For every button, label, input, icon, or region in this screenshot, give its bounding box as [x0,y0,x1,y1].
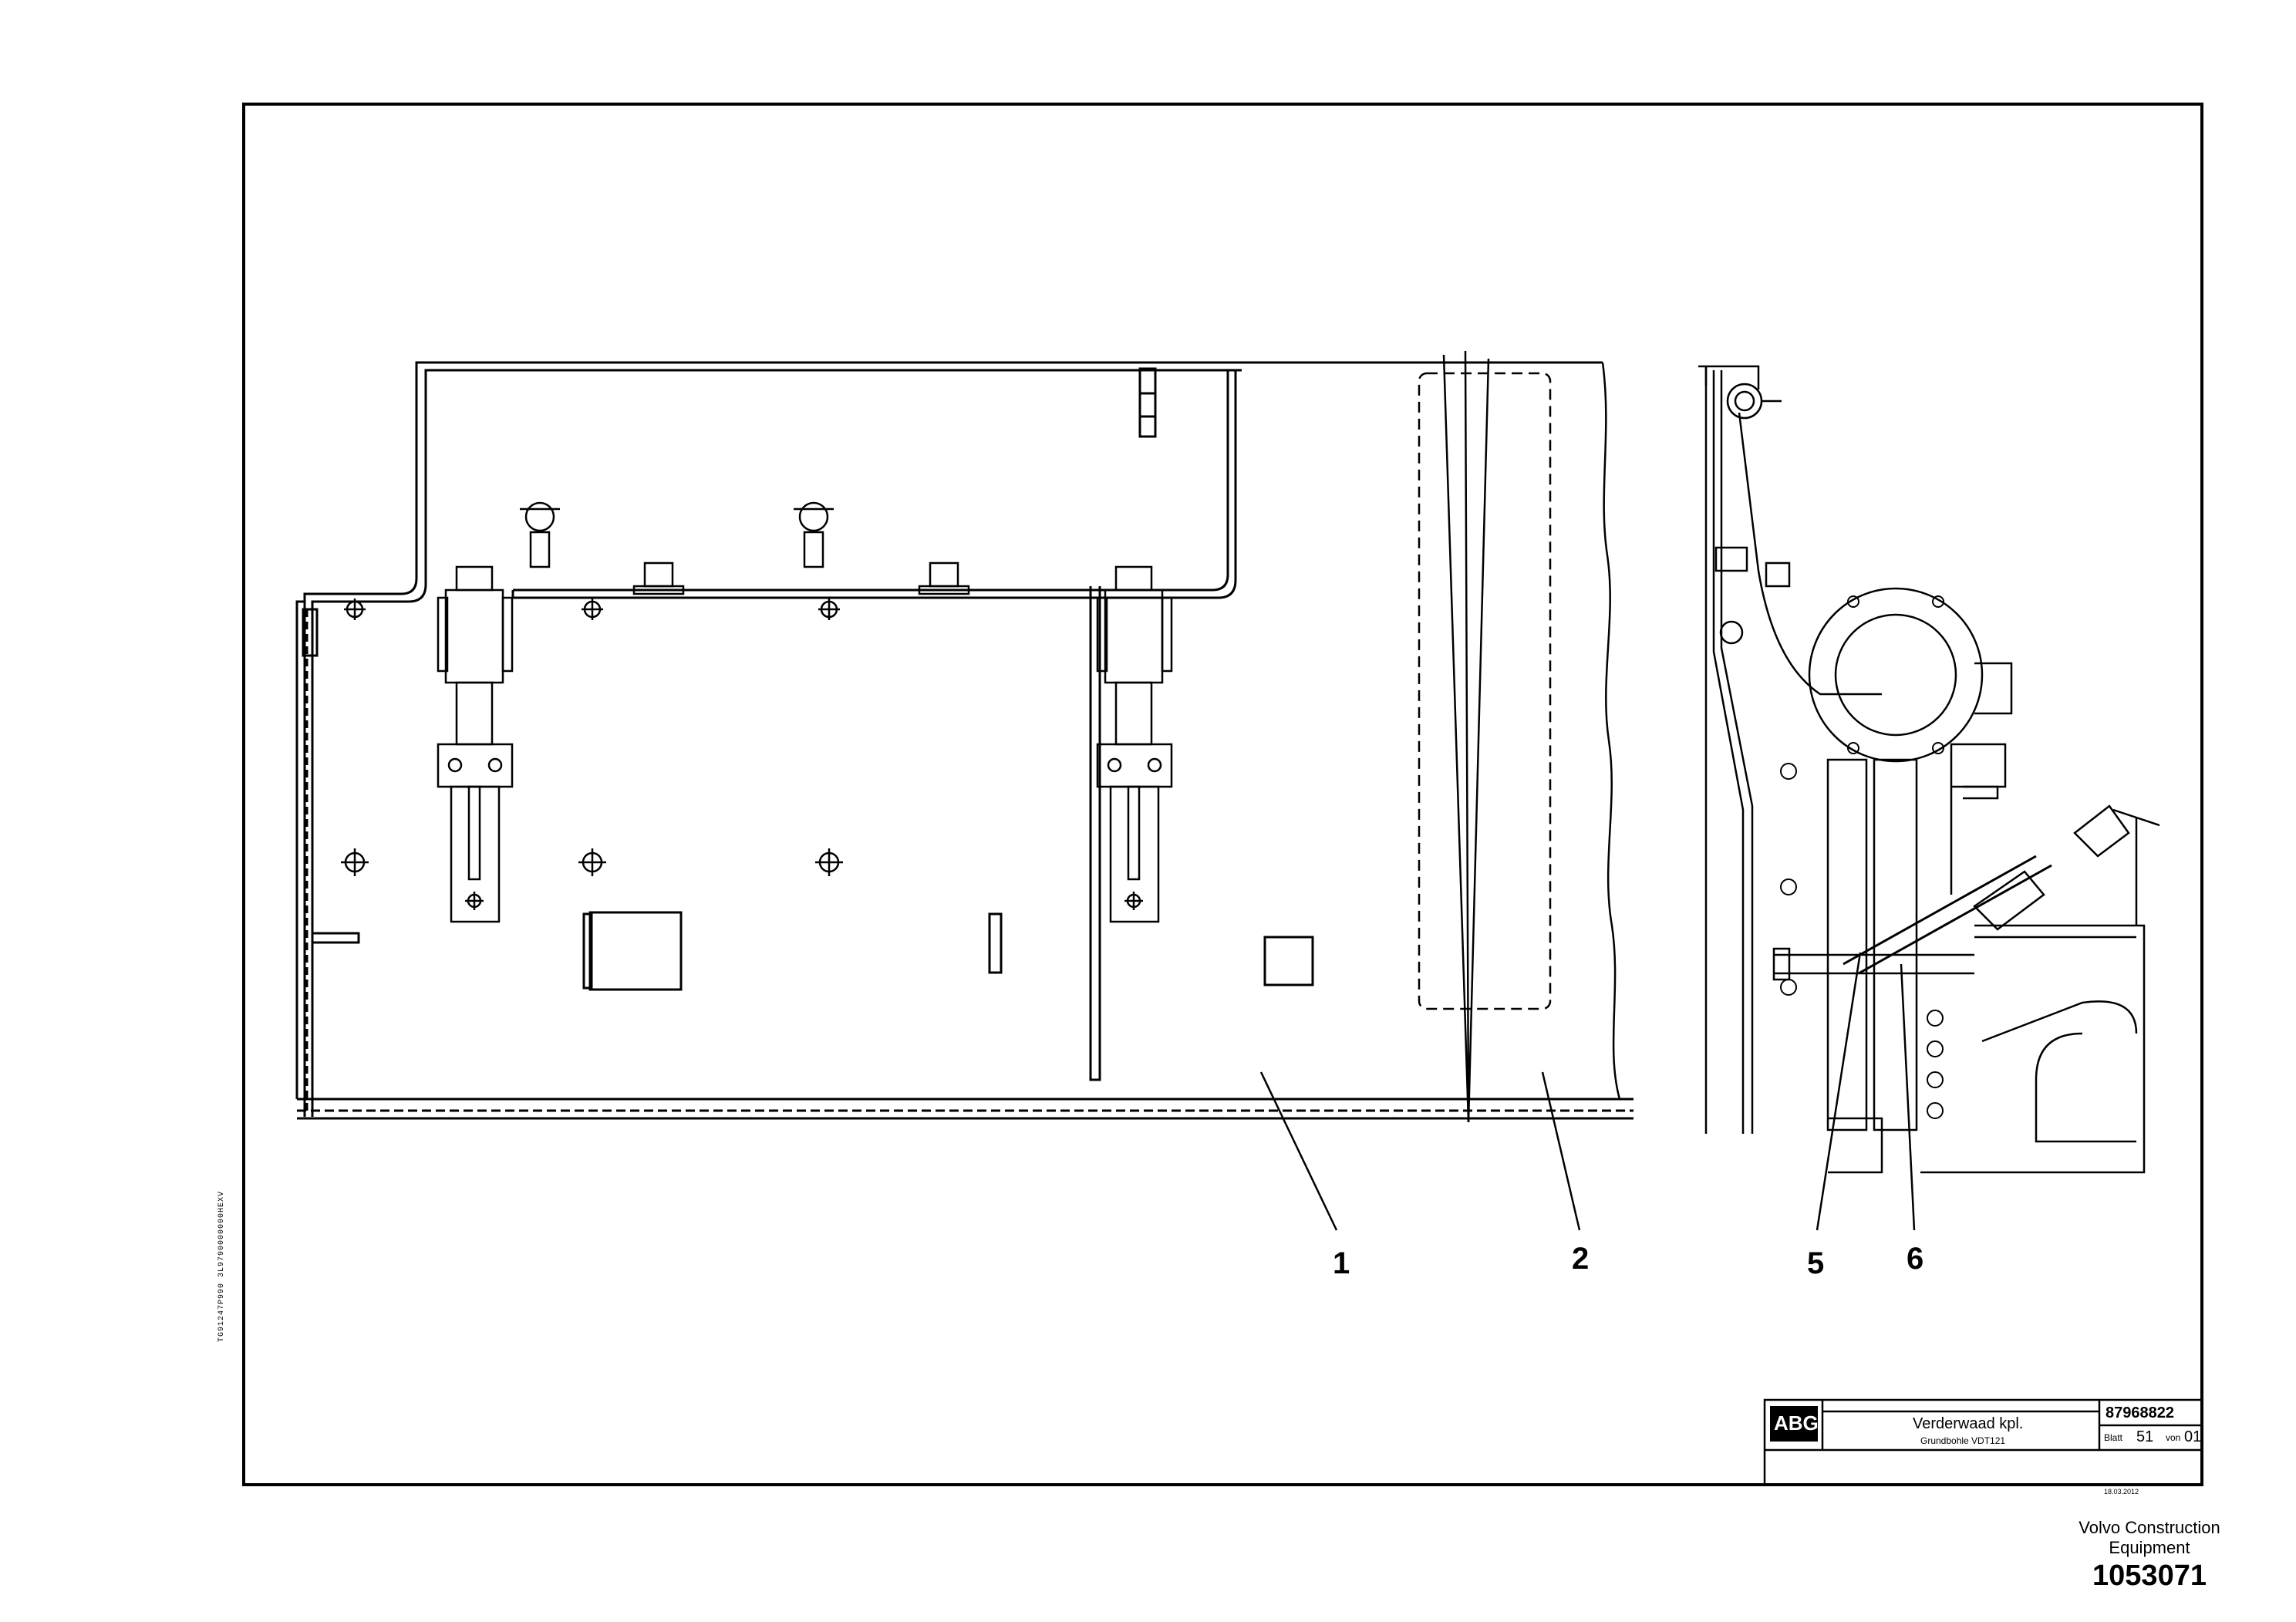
screed-plate-part-2 [1418,350,1621,1123]
callout-2: 2 [1572,1242,1590,1276]
bolt-heads [341,599,843,876]
vendor-line-1: Volvo Construction [2079,1518,2220,1537]
title-block-frame [1763,1398,2203,1486]
callout-5: 5 [1807,1246,1825,1280]
vendor-name: Volvo Construction Equipment [2049,1518,2250,1558]
abg-logo [1770,1406,1818,1442]
right-clamp [1096,565,1173,923]
screed-plate-part-1 [295,361,1633,1120]
left-clamp [437,565,514,923]
title-block-title: Verderwaad kpl. [1913,1415,2024,1432]
drawing-border [242,103,2203,1486]
title-block-logo: ABG [1774,1411,1819,1435]
title-block-drawing-number: 87968822 [2106,1404,2174,1421]
side-section-view [1698,365,2160,1174]
side-code: TG91247P990 3L9790000000HEXV [217,1190,226,1342]
vendor-line-2: Equipment [2109,1538,2190,1557]
callout-1: 1 [1333,1246,1350,1280]
title-block-subtitle: Grundbohle VDT121 [1920,1435,2006,1446]
title-block-sheet-label: Blatt [2104,1432,2123,1443]
title-block-date: 18.03.2012 [2104,1488,2139,1496]
leader-lines [1259,952,1916,1231]
top-studs [520,501,970,595]
title-block-sheet-total: 01 [2184,1428,2202,1445]
title-block-sheet-of-label: von [2166,1432,2181,1443]
document-number: 1053071 [2092,1560,2207,1592]
callout-6: 6 [1907,1242,1924,1276]
title-block-sheet-number: 51 [2136,1428,2154,1445]
